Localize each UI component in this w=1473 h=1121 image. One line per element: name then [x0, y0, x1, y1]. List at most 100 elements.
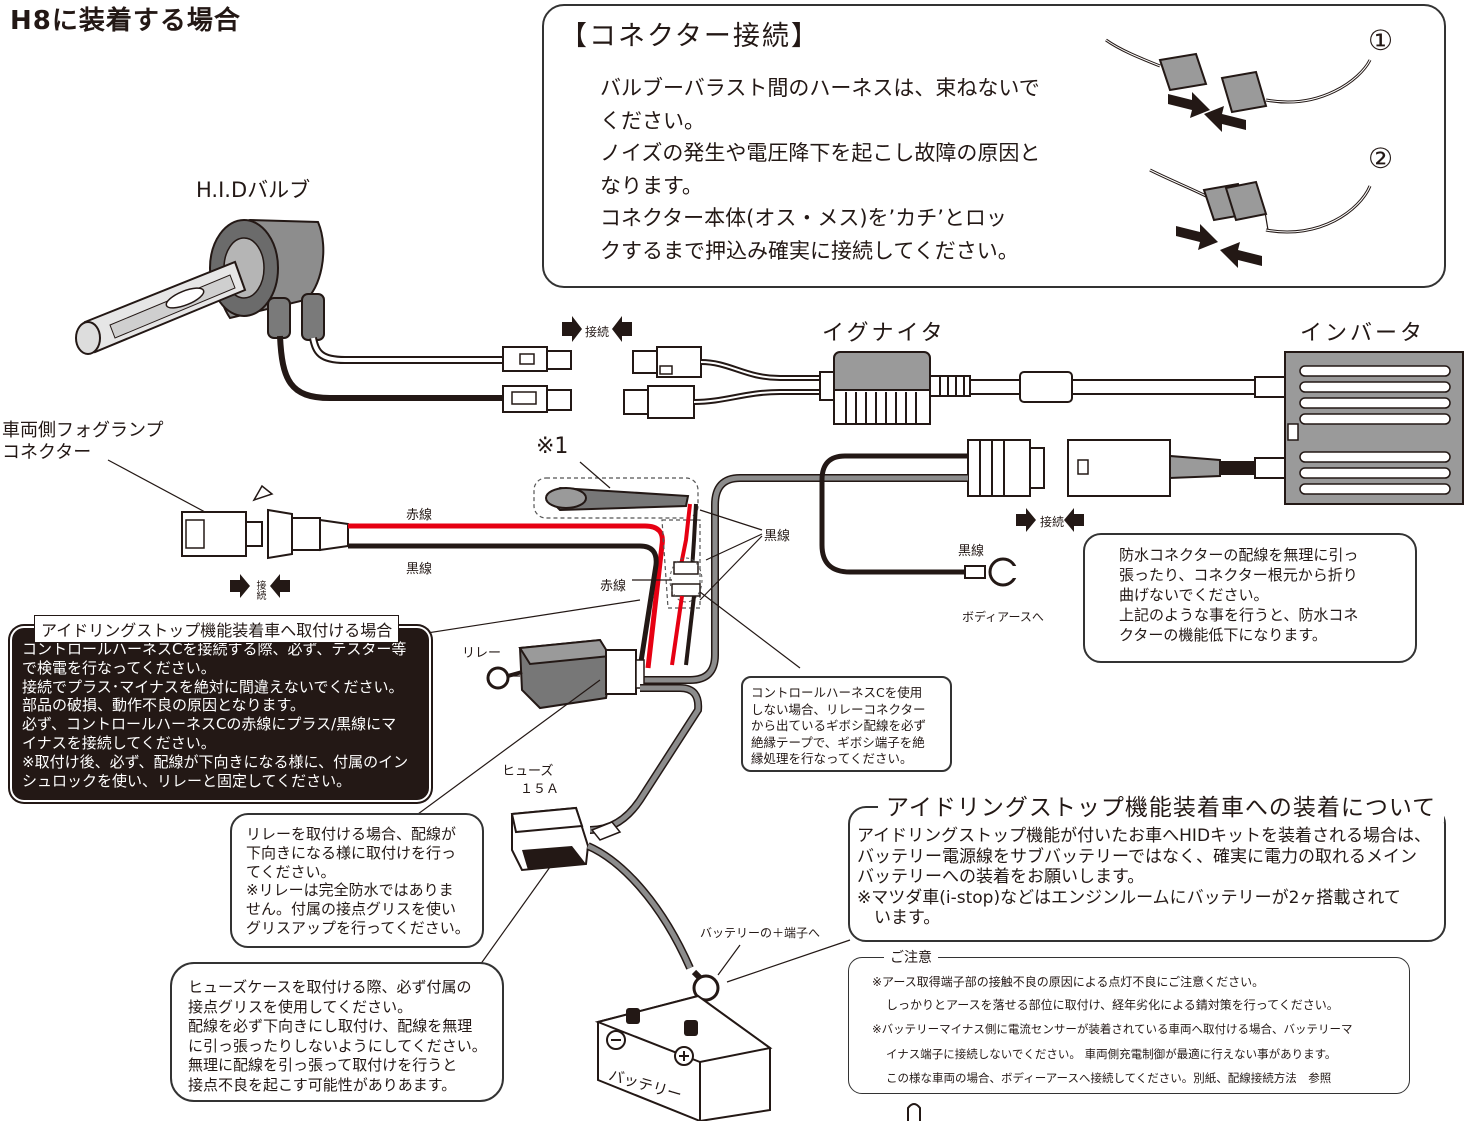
- connector-line: コネクター本体(オス・メス)を’カチ’とロッ: [600, 206, 1007, 230]
- connector-instructions: バルブーバラスト間のハーネスは、束ねないで ください。 ノイズの発生や電圧降下を…: [600, 72, 1040, 267]
- bulb-connector-upper: [502, 346, 572, 372]
- connector-heading: 【コネクター接続】: [560, 21, 820, 52]
- caution-box: [848, 957, 1410, 1094]
- fog-lamp-connector: [181, 484, 349, 560]
- red-wire-label: 赤線: [406, 508, 433, 523]
- inverter-label: インバータ: [1300, 321, 1426, 346]
- ignitor-connector-lower: [623, 385, 695, 419]
- idling-about-line: ※マツダ車(i-stop)などはエンジンルームにバッテリーが2ヶ搭載されて: [857, 887, 1401, 908]
- fuse-note-line: に引っ張ったりしないようにしてください。: [188, 1036, 487, 1055]
- black-wire-label-earth: 黒線: [958, 544, 985, 559]
- control-harness-line: 絶縁テープで、ギボシ端子を絶: [751, 734, 925, 750]
- fuse-label: ヒューズ １５Ａ: [502, 763, 559, 799]
- fog-lamp-label-line: コネクター: [2, 442, 92, 463]
- fuse-label-line: １５Ａ: [520, 782, 560, 797]
- fog-lamp-connector-label: 車両側フォグランプ コネクター: [2, 420, 163, 464]
- connector-line: ノイズの発生や電圧降下を起こし故障の原因と: [600, 141, 1041, 165]
- bulb-connector-lower: [502, 385, 572, 413]
- black-wire-label-harness: 黒線: [764, 529, 791, 544]
- fog-lamp-label-line: 車両側フォグランプ: [2, 420, 164, 441]
- idling-stop-line: シュロックを使い、リレーと固定してください。: [22, 771, 352, 790]
- idling-stop-line: 必ず、コントロールハーネスCの赤線にプラス/黒線にマ: [22, 715, 397, 734]
- relay-note-line: リレーを取付ける場合、配線が: [246, 825, 457, 843]
- black-wire-label: 黒線: [406, 562, 433, 577]
- idling-stop-about-heading: アイドリングストップ機能装着車への装着について: [878, 788, 1445, 822]
- battery-plus-label: バッテリーの＋端子へ: [700, 926, 821, 940]
- idling-about-line: バッテリー電源線をサブバッテリーではなく、確実に電力の取れるメイン: [857, 846, 1417, 867]
- control-harness-line: しない場合、リレーコネクター: [751, 701, 926, 717]
- waterproof-connector: [967, 439, 1045, 497]
- caution-line: しっかりとアースを落せる部位に取付け、経年劣化による錆対策を行ってください。: [886, 998, 1339, 1012]
- red-wire-label-harness: 赤線: [600, 579, 627, 594]
- note-1-marker: ※1: [536, 434, 569, 459]
- control-harness-line: コントロールハーネスCを使用: [751, 685, 923, 700]
- control-harness-line: から出ているギボシ配線を必ず: [751, 718, 927, 733]
- relay-note-line: ※リレーは完全防水ではありま: [246, 881, 454, 900]
- relay-note: リレーを取付ける場合、配線が 下向きになる様に取付けを行っ てください。 ※リレ…: [230, 813, 484, 948]
- inverter: [1284, 351, 1464, 505]
- idling-about-line: バッテリーへの装着をお願いします。: [857, 867, 1145, 887]
- control-harness-line: 縁処理を行なってください。: [751, 751, 913, 766]
- fuse-note-line: 配線を必ず下向きにし取付け、配線を無理: [188, 1017, 473, 1035]
- connector-diagram-2: [1149, 168, 1372, 268]
- idling-stop-tag: アイドリングストップ機能装着車へ取付ける場合: [34, 615, 400, 643]
- idling-stop-line: 部品の破損、動作不良の原因となります。: [22, 696, 306, 715]
- relay-label: リレー: [462, 646, 502, 661]
- waterproof-note-line: 曲げないでください。: [1119, 586, 1269, 604]
- connector-line: なります。: [600, 173, 703, 198]
- fuse-note: ヒューズケースを取付ける際、必ず付属の 接点グリスを使用してください。 配線を必…: [170, 962, 504, 1102]
- step-1-marker: ①: [1368, 24, 1394, 57]
- fuse-label-line: ヒューズ: [502, 764, 554, 779]
- connector-line: クするまで押込み確実に接続してください。: [600, 238, 1019, 263]
- connect-arrows: [230, 316, 1084, 598]
- connector-line: ください。: [600, 108, 705, 133]
- idling-stop-line: で検電を行なってください。: [22, 658, 216, 677]
- caution-line: イナス端子に接続しないでください。 車両側充電制御が最適に行えない事があります。: [886, 1047, 1337, 1061]
- gibosi-terminals: [669, 557, 703, 603]
- fuse-note-line: 無理に配線を引っ張って取付けを行うと: [188, 1056, 458, 1074]
- caution-line: ※アース取得端子部の接触不良の原因による点灯不良にご注意ください。: [872, 975, 1265, 989]
- waterproof-note-line: 防水コネクターの配線を無理に引っ: [1119, 546, 1359, 564]
- idling-stop-line: 接続でプラス･マイナスを絶対に間違えないでください。: [22, 677, 404, 696]
- connector-info-box: [542, 4, 1446, 288]
- connect-label-right: 接続: [1040, 515, 1065, 529]
- connector-line: バルブーバラスト間のハーネスは、束ねないで: [600, 76, 1040, 100]
- ignitor-label: イグナイタ: [822, 321, 946, 346]
- ignitor: [819, 351, 971, 425]
- idling-stop-line: イナスを接続してください。: [22, 733, 216, 752]
- waterproof-note-line: 張ったり、コネクター根元から折り: [1119, 566, 1358, 584]
- waterproof-note-line: クターの機能低下になります。: [1119, 626, 1327, 644]
- fuse-note-line: ヒューズケースを取付ける際、必ず付属の: [188, 978, 472, 996]
- waterproof-note: 防水コネクターの配線を無理に引っ 張ったり、コネクター根元から折り 曲げないでく…: [1083, 533, 1417, 663]
- relay-note-line: せん。付属の接点グリスを使い: [246, 900, 457, 919]
- relay-note-line: 下向きになる様に取付けを行っ: [246, 843, 457, 862]
- relay-note-line: てください。: [246, 862, 336, 881]
- idling-about-line: アイドリングストップ機能が付いたお車へHIDキットを装着される場合は、: [857, 826, 1432, 846]
- page-title: H8に装着する場合: [10, 6, 241, 36]
- idling-stop-line: ※取付け後、必ず、配線が下向きになる様に、付属のイン: [22, 752, 409, 771]
- idling-stop-install-box: コントロールハーネスCを接続する際、必ず、テスター等 で検電を行なってください。…: [12, 628, 429, 800]
- caution-line: この様な車両の場合、ボディーアースへ接続してください。別紙、配線接続方法 参照: [886, 1071, 1332, 1085]
- idling-stop-about-body: アイドリングストップ機能が付いたお車へHIDキットを装着される場合は、 バッテリ…: [857, 826, 1431, 929]
- ignitor-connector-upper: [632, 346, 702, 378]
- caution-line: ※バッテリーマイナス側に電流センサーが装着されている車両へ取付ける場合、バッテリ…: [872, 1022, 1353, 1036]
- battery: [594, 994, 773, 1121]
- fuse-note-line: 接点不良を起こす可能性がありあます。: [188, 1075, 457, 1094]
- caution-heading: ご注意: [884, 947, 938, 967]
- connector-diagram-1: [1105, 38, 1372, 132]
- idling-about-line: います。: [857, 908, 941, 928]
- waterproof-note-line: 上記のような事を行うと、防水コネ: [1119, 606, 1359, 624]
- body-earth-label: ボディアースへ: [962, 610, 1044, 624]
- fuse: [510, 806, 622, 872]
- connect-label-left: 接続: [254, 580, 265, 600]
- relay: [486, 638, 645, 710]
- hid-bulb: [75, 218, 325, 355]
- relay-note-line: グリスアップを行ってください。: [246, 918, 470, 937]
- control-harness-note: コントロールハーネスCを使用 しない場合、リレーコネクター から出ているギボシ配…: [741, 676, 952, 772]
- hid-bulb-label: H.I.Dバルブ: [196, 178, 311, 202]
- idling-stop-line: コントロールハーネスCを接続する際、必ず、テスター等: [22, 640, 407, 658]
- earth-terminal: [964, 557, 1022, 587]
- fuse-note-line: 接点グリスを使用してください。: [188, 997, 413, 1016]
- connect-label-top: 接続: [585, 325, 610, 339]
